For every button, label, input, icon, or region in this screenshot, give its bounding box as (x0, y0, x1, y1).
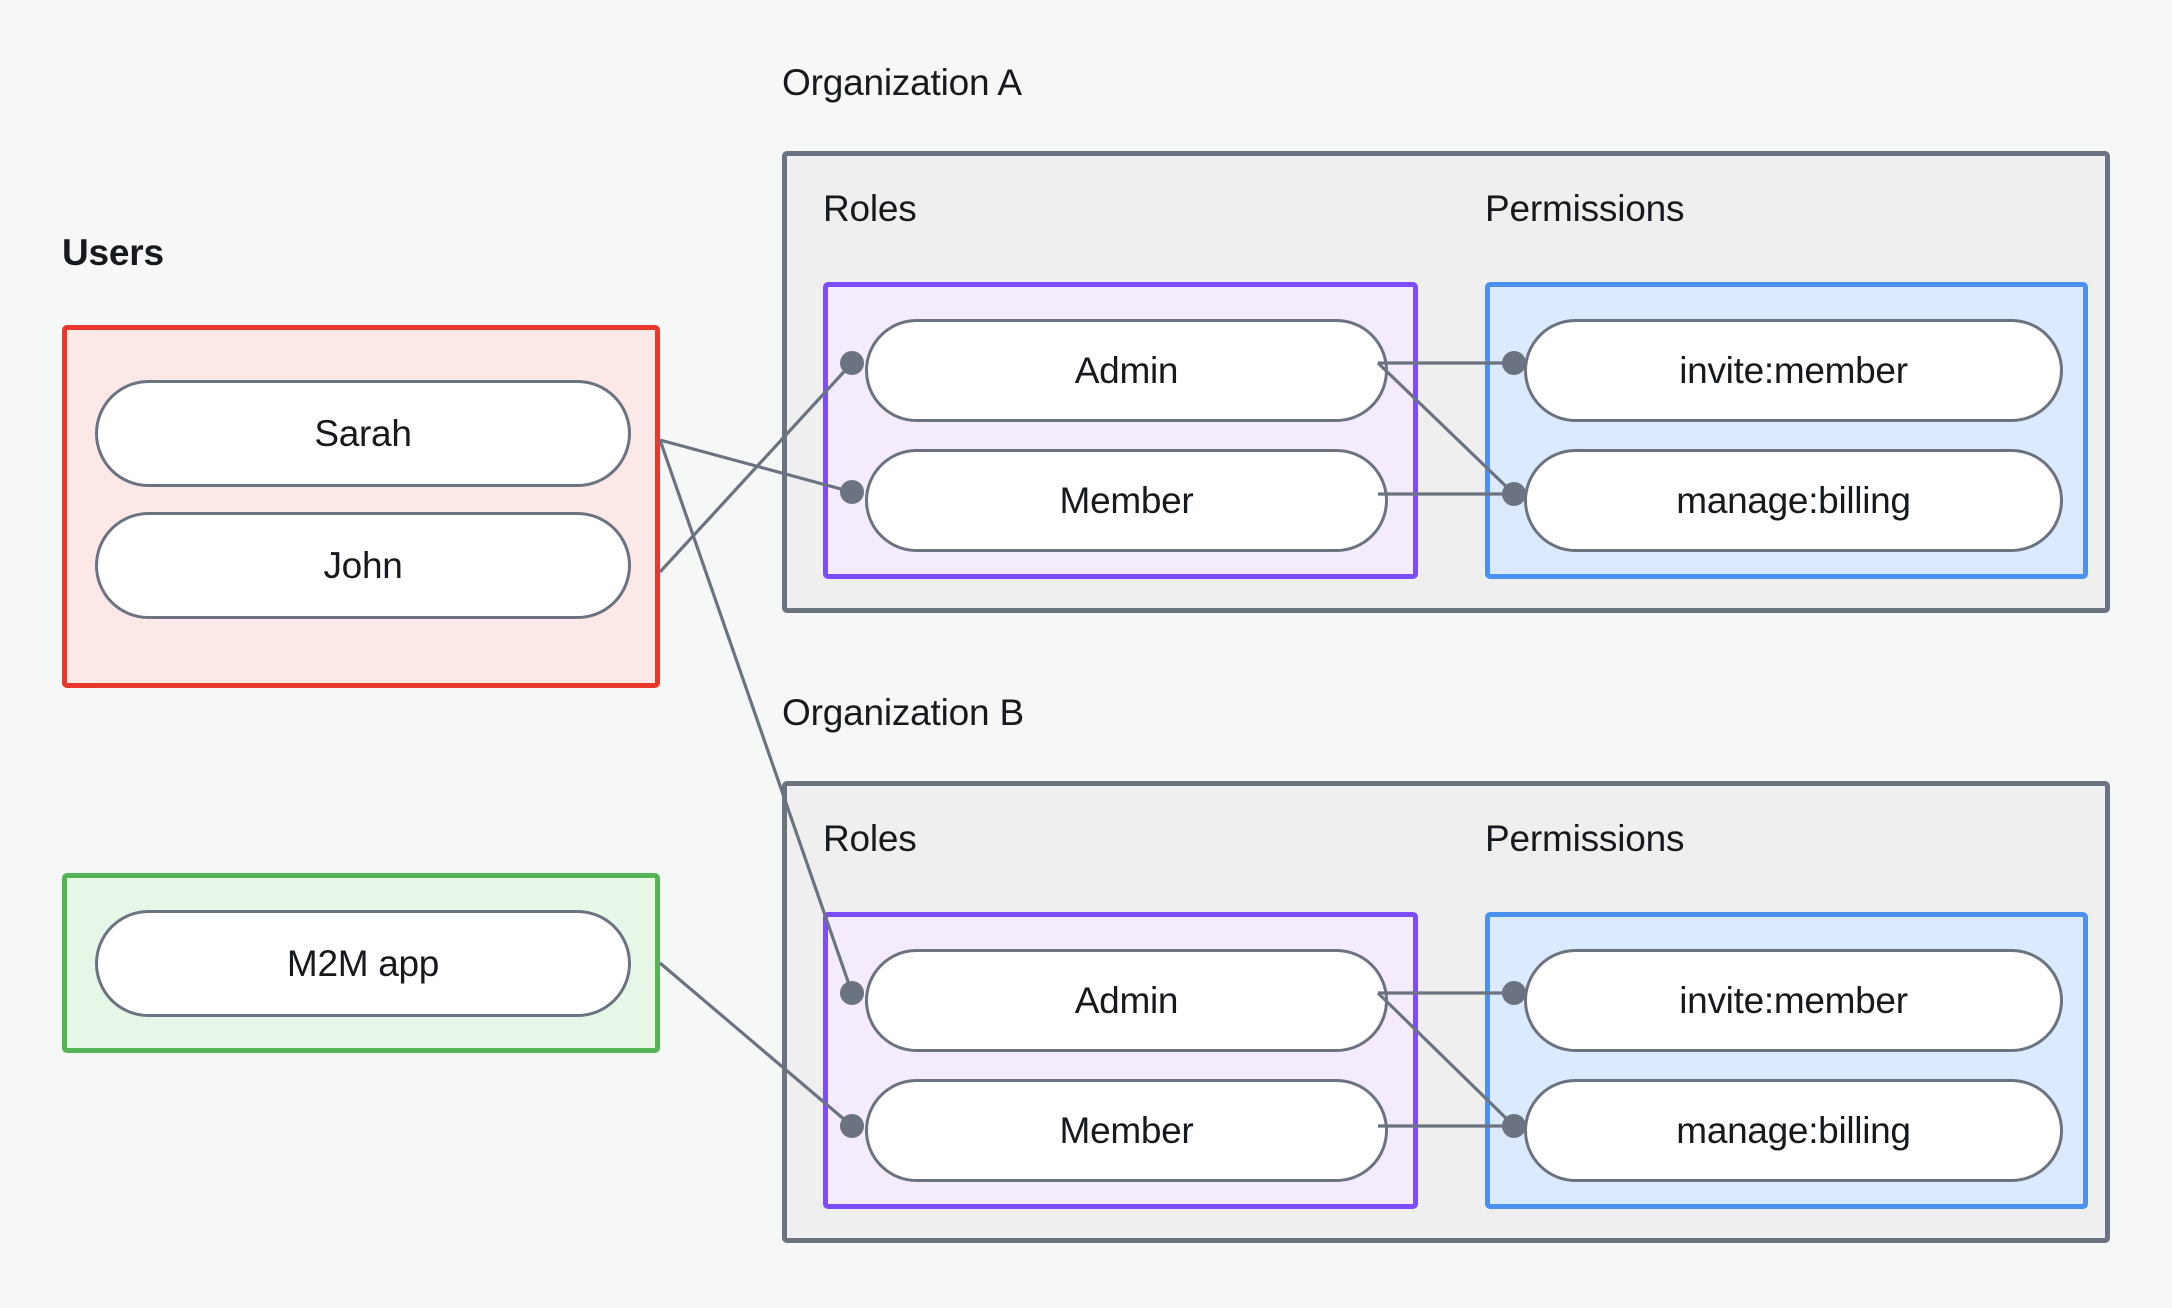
organization-a-role-pill-member[interactable]: Member (865, 449, 1388, 552)
user-pill-sarah[interactable]: Sarah (95, 380, 631, 487)
organization-b-permission-pill-invite-member[interactable]: invite:member (1524, 949, 2063, 1052)
organization-a-label: Organization A (782, 62, 1022, 103)
organization-a-permissions-container: invite:member manage:billing (1485, 282, 2088, 579)
m2m-container: M2M app (62, 873, 660, 1053)
user-pill-john[interactable]: John (95, 512, 631, 619)
organization-b-container: Roles Permissions Admin Member invite:me… (782, 781, 2110, 1243)
organization-a-role-pill-admin[interactable]: Admin (865, 319, 1388, 422)
organization-b-label: Organization B (782, 692, 1024, 733)
organization-a-permissions-label: Permissions (1485, 188, 1685, 229)
organization-a-roles-container: Admin Member (823, 282, 1418, 579)
organization-b-role-pill-admin[interactable]: Admin (865, 949, 1388, 1052)
organization-b-permissions-label: Permissions (1485, 818, 1685, 859)
organization-a-roles-label: Roles (823, 188, 917, 229)
organization-b-permissions-container: invite:member manage:billing (1485, 912, 2088, 1209)
organization-a-permission-pill-invite-member[interactable]: invite:member (1524, 319, 2063, 422)
organization-b-roles-container: Admin Member (823, 912, 1418, 1209)
organization-a-container: Roles Permissions Admin Member invite:me… (782, 151, 2110, 613)
organization-a-permission-pill-manage-billing[interactable]: manage:billing (1524, 449, 2063, 552)
users-group-label: Users (62, 232, 164, 273)
organization-b-role-pill-member[interactable]: Member (865, 1079, 1388, 1182)
m2m-pill-app[interactable]: M2M app (95, 910, 631, 1017)
organization-b-roles-label: Roles (823, 818, 917, 859)
users-container: Sarah John (62, 325, 660, 688)
organization-b-permission-pill-manage-billing[interactable]: manage:billing (1524, 1079, 2063, 1182)
